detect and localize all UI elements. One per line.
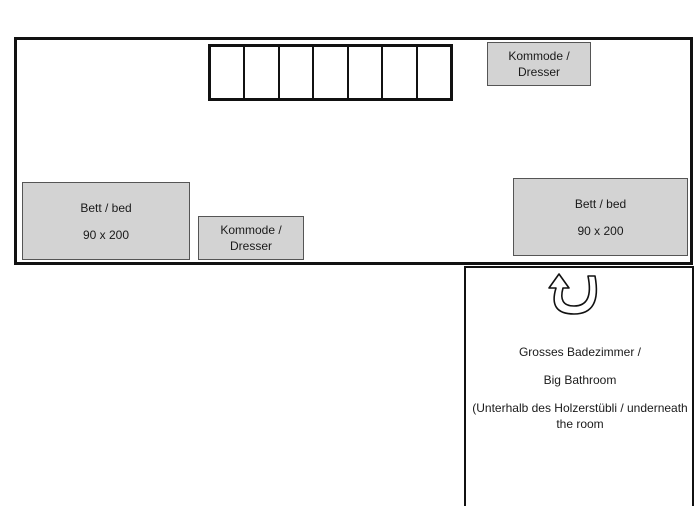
bed-label: Bett / bed <box>574 196 627 211</box>
window-pane <box>280 47 315 98</box>
dresser-label-en: Dresser <box>229 239 272 253</box>
curved-arrow-icon <box>548 273 598 315</box>
bathroom-note: (Unterhalb des Holzerstübli / underneath… <box>472 401 688 431</box>
bathroom-title-en: Big Bathroom <box>543 373 617 387</box>
bed-label: Bett / bed <box>80 200 132 215</box>
dresser-label: Kommode / <box>508 49 570 63</box>
bed-size: 90 x 200 <box>577 223 624 238</box>
window-pane <box>383 47 418 98</box>
bed-right: Bett / bed 90 x 200 <box>513 178 688 256</box>
dresser-label-en: Dresser <box>517 65 560 79</box>
window-pane <box>211 47 246 98</box>
dresser-label: Kommode / <box>220 223 282 237</box>
dresser-bottom: Kommode / Dresser <box>198 216 304 260</box>
window-pane <box>245 47 280 98</box>
bathroom-label: Grosses Badezimmer / Big Bathroom (Unter… <box>466 344 694 432</box>
window-pane <box>314 47 349 98</box>
bathroom-title-de: Grosses Badezimmer / <box>518 345 642 359</box>
bed-left: Bett / bed 90 x 200 <box>22 182 190 260</box>
window <box>208 44 453 101</box>
dresser-top-right: Kommode / Dresser <box>487 42 591 86</box>
bed-size: 90 x 200 <box>82 227 130 242</box>
window-pane <box>349 47 384 98</box>
window-pane <box>418 47 450 98</box>
